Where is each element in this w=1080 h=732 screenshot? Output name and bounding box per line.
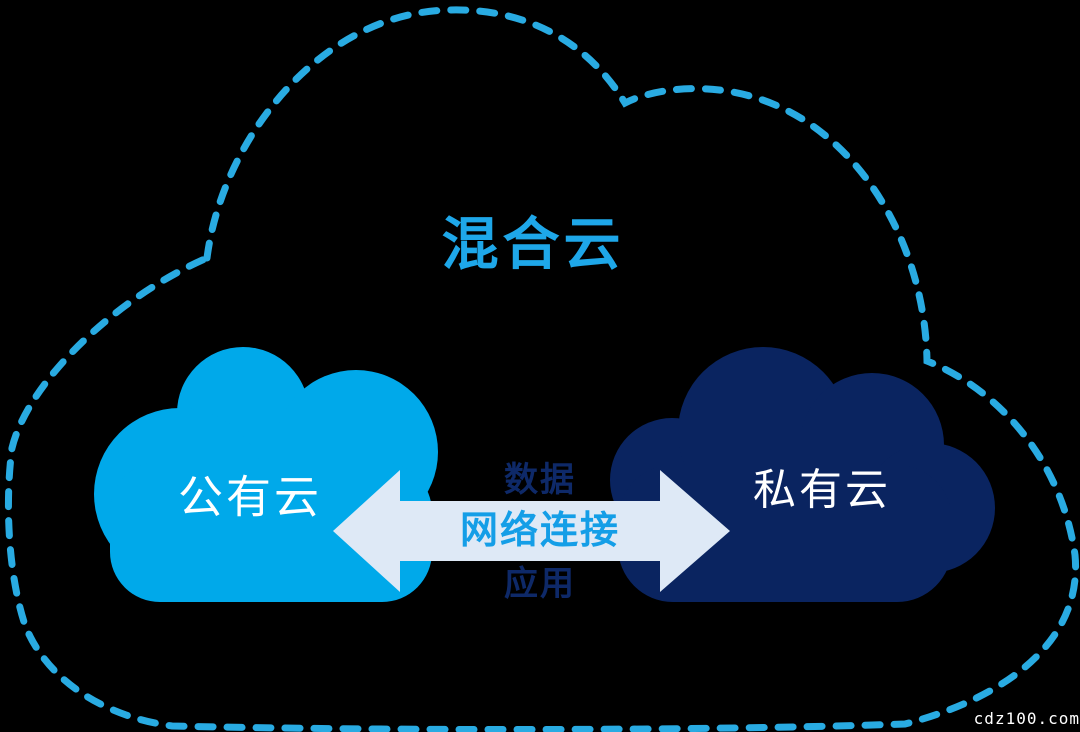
hybrid-cloud-outline xyxy=(4,6,1080,732)
connection-above-label: 数据 xyxy=(504,461,576,499)
watermark-text: cdz100.com xyxy=(973,709,1080,728)
public-cloud-label: 公有云 xyxy=(177,471,323,523)
connection-arrow xyxy=(333,470,730,592)
private-cloud-shape xyxy=(610,347,995,602)
private-cloud-label: 私有云 xyxy=(753,466,891,515)
diagram-title: 混合云 xyxy=(441,212,625,277)
connection-below-label: 应用 xyxy=(504,565,576,603)
connection-label: 网络连接 xyxy=(459,510,621,552)
